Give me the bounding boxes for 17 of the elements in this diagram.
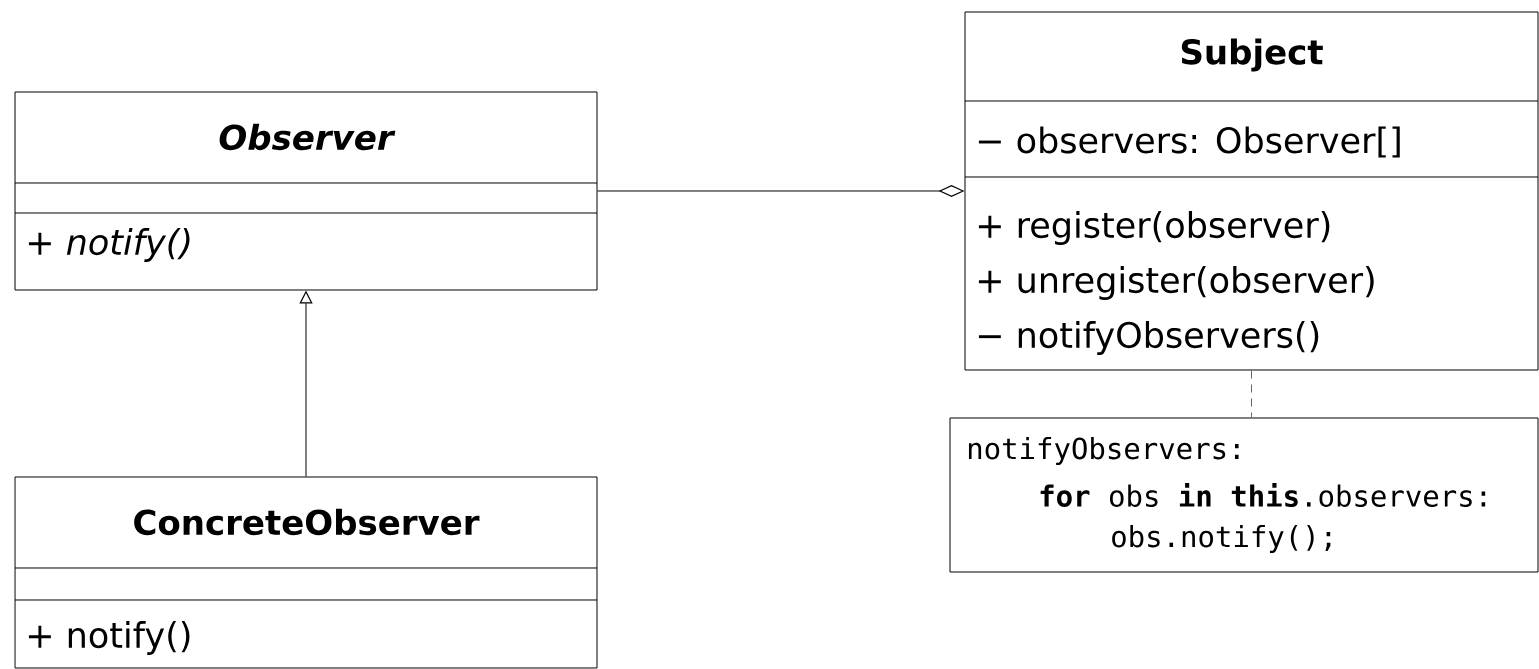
code-line: notifyObservers: [968, 436, 1239, 466]
class-box [14, 476, 598, 669]
member-text: + unregister(observer) [978, 266, 1374, 300]
class-box [14, 91, 598, 291]
member-text: − observers: Observer[] [978, 126, 1400, 158]
class-name: Subject [1181, 38, 1323, 72]
code-note [949, 417, 1539, 573]
member-text: − notifyObservers() [978, 321, 1319, 355]
member-text: + notify() [28, 621, 190, 655]
member-text: + notify() [28, 228, 190, 262]
class-name: ConcreteObserver [134, 508, 480, 536]
dashed-line [1251, 370, 1252, 418]
code-line: for obs in this.observers: [1040, 483, 1486, 507]
code-line: obs.notify(); [1112, 524, 1331, 554]
class-name: Observer [219, 123, 396, 151]
member-text: + register(observer) [978, 211, 1330, 245]
class-box [964, 11, 1539, 371]
